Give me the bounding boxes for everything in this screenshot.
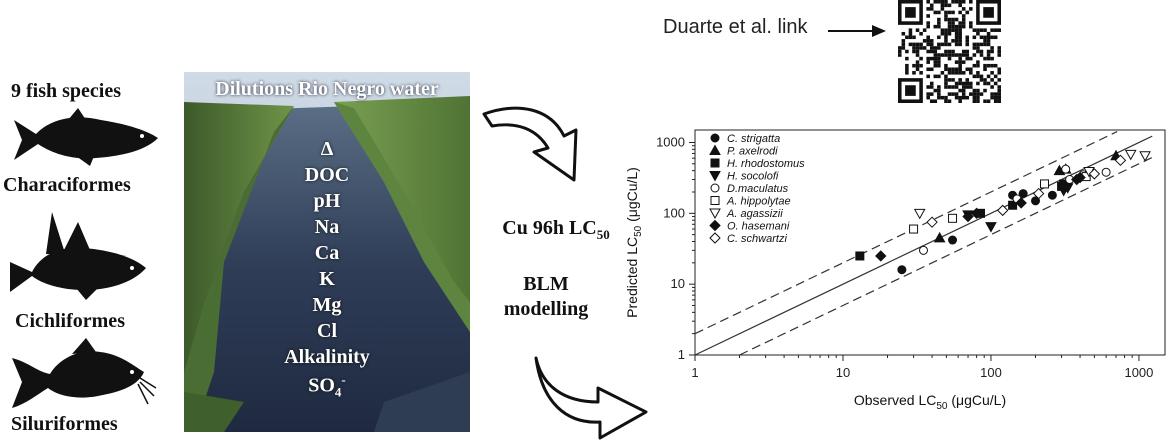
param-na: Na bbox=[314, 216, 340, 238]
characiform-fish-icon bbox=[14, 108, 158, 166]
curved-arrow-down-icon bbox=[482, 106, 578, 182]
legend-label-0: C. strigatta bbox=[727, 133, 780, 145]
legend-label-2: H. rhodostomus bbox=[727, 158, 805, 170]
y-tick-label: 10 bbox=[671, 276, 685, 291]
legend-marker-1 bbox=[709, 144, 721, 155]
legend-marker-8 bbox=[709, 232, 721, 244]
param-ca: Ca bbox=[314, 242, 340, 264]
data-point-series-2 bbox=[855, 251, 865, 261]
data-point-series-4 bbox=[918, 245, 928, 255]
y-tick-label: 1000 bbox=[656, 134, 685, 149]
data-point-series-8 bbox=[1114, 154, 1127, 167]
data-point-series-3 bbox=[1061, 183, 1074, 194]
group-label-characiformes: Characiformes bbox=[3, 174, 131, 196]
cichliform-fish-icon bbox=[10, 212, 146, 300]
param-delta: Δ bbox=[320, 138, 334, 160]
param-ph: pH bbox=[313, 190, 341, 212]
x-axis-label: Observed LC50 (μgCu/L) bbox=[854, 392, 1006, 412]
data-point-series-8 bbox=[996, 204, 1009, 217]
param-doc: DOC bbox=[304, 164, 350, 186]
param-cl: Cl bbox=[317, 320, 337, 342]
plot-frame bbox=[694, 129, 1166, 356]
data-point-series-7 bbox=[970, 207, 983, 220]
legend-marker-5 bbox=[710, 196, 720, 205]
data-point-series-7 bbox=[875, 250, 887, 262]
data-point-series-7 bbox=[962, 210, 974, 223]
data-point-series-5 bbox=[948, 213, 958, 223]
y-axis-label: Predicted LC50 (μgCu/L) bbox=[624, 167, 644, 318]
legend-label-5: A. hippolytae bbox=[726, 196, 791, 208]
x-tick-label: 1000 bbox=[1124, 365, 1153, 380]
legend-label-1: P. axelrodi bbox=[727, 146, 778, 158]
link-label: Duarte et al. link bbox=[663, 16, 808, 38]
river-photo-panel: Dilutions Rio Negro water Δ DOC pH Na Ca… bbox=[184, 72, 470, 432]
group-label-cichliformes: Cichliformes bbox=[15, 310, 125, 332]
data-point-series-0 bbox=[897, 265, 907, 275]
data-point-series-6 bbox=[913, 208, 926, 220]
x-tick-label: 10 bbox=[836, 365, 850, 380]
legend-marker-7 bbox=[709, 219, 721, 232]
legend-label-7: O. hasemani bbox=[727, 221, 790, 233]
legend-label-4: D.maculatus bbox=[727, 183, 789, 195]
reference-line-dashed bbox=[694, 131, 1118, 335]
data-point-series-4 bbox=[1101, 167, 1111, 177]
river-photo bbox=[184, 72, 470, 432]
data-point-series-8 bbox=[926, 216, 938, 228]
data-point-series-5 bbox=[909, 224, 919, 234]
data-point-series-0 bbox=[1047, 190, 1057, 200]
data-point-series-0 bbox=[1031, 196, 1041, 206]
arrow-right-icon bbox=[828, 25, 886, 37]
data-point-series-5 bbox=[1039, 179, 1049, 189]
fish-count-title: 9 fish species bbox=[11, 80, 121, 102]
data-point-series-6 bbox=[1139, 151, 1151, 162]
data-point-series-4 bbox=[1061, 164, 1071, 174]
data-point-series-3 bbox=[985, 222, 997, 233]
legend-marker-3 bbox=[709, 171, 721, 182]
group-label-siluriformes: Siluriformes bbox=[11, 413, 118, 435]
blm-label-line1: BLM bbox=[523, 273, 569, 295]
curved-arrow-right-icon bbox=[534, 356, 648, 440]
data-point-series-7 bbox=[1015, 197, 1027, 209]
x-tick-label: 1 bbox=[691, 365, 698, 380]
cu-lc50-label: Cu 96h LC50 bbox=[502, 217, 610, 242]
legend-label-6: A. agassizii bbox=[726, 208, 783, 220]
param-alkalinity: Alkalinity bbox=[284, 346, 370, 368]
data-point-series-7 bbox=[1074, 171, 1086, 184]
param-so4: SO4- bbox=[308, 372, 346, 400]
data-point-series-1 bbox=[933, 231, 946, 243]
data-point-series-8 bbox=[1088, 168, 1101, 180]
param-k: K bbox=[319, 268, 335, 290]
data-point-series-8 bbox=[1032, 187, 1045, 200]
legend-marker-2 bbox=[710, 158, 720, 168]
qr-code[interactable] bbox=[898, 0, 1001, 103]
param-mg: Mg bbox=[312, 294, 342, 316]
data-point-series-6 bbox=[1124, 149, 1137, 161]
legend-label-8: C. schwartzi bbox=[727, 233, 787, 245]
x-tick-label: 100 bbox=[980, 365, 1002, 380]
data-point-series-0 bbox=[1018, 189, 1028, 199]
y-tick-label: 1 bbox=[678, 347, 685, 362]
data-point-series-2 bbox=[1008, 200, 1018, 210]
legend-marker-0 bbox=[710, 133, 720, 143]
reference-line-dashed bbox=[739, 156, 1153, 356]
data-point-series-0 bbox=[948, 235, 958, 245]
reference-line-solid bbox=[694, 135, 1153, 356]
legend-marker-6 bbox=[709, 208, 721, 220]
panel-title: Dilutions Rio Negro water bbox=[215, 78, 439, 100]
legend-marker-4 bbox=[710, 183, 720, 193]
blm-label-line2: modelling bbox=[503, 298, 589, 320]
y-tick-label: 100 bbox=[663, 205, 685, 220]
legend-label-3: H. socolofi bbox=[727, 171, 779, 183]
siluriform-fish-icon bbox=[12, 338, 157, 408]
